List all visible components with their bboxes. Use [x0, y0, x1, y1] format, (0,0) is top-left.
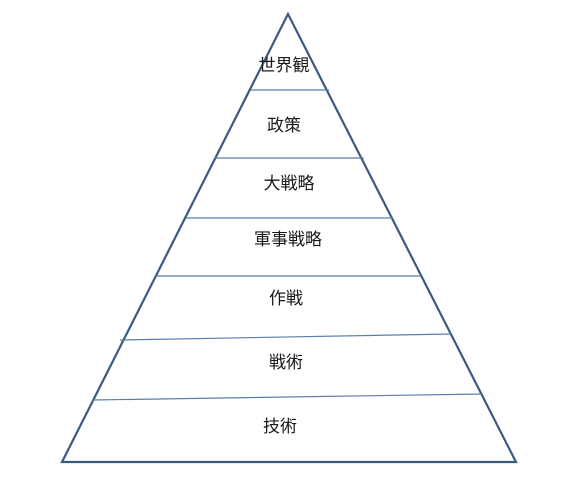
level-label-military-strategy: 軍事戦略 — [254, 230, 322, 250]
level-label-technology: 技術 — [263, 417, 297, 437]
level-divider — [119, 333, 452, 341]
level-label-grand-strategy: 大戦略 — [264, 174, 315, 194]
level-label-policy: 政策 — [267, 116, 301, 136]
level-label-operations: 作戦 — [269, 289, 303, 309]
level-label-tactics: 戦術 — [269, 353, 303, 373]
pyramid-outline — [60, 11, 518, 464]
level-label-worldview: 世界観 — [259, 56, 310, 76]
level-divider — [91, 393, 484, 401]
